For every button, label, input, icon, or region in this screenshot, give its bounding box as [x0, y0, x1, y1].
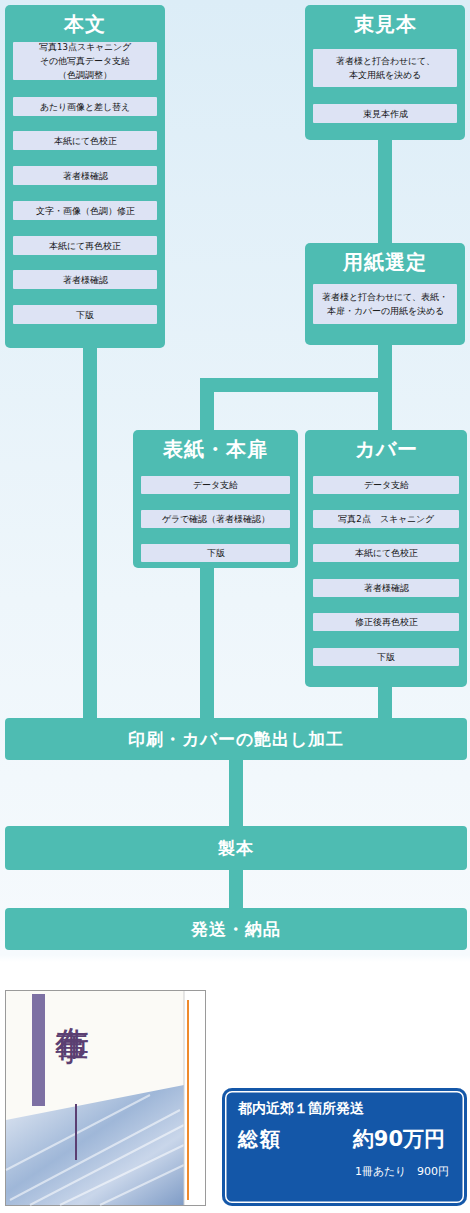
node-text: データ支給	[193, 478, 238, 492]
process-column: カバーデータ支給写真2点 スキャニング本紙にて色校正著者様確認修正後再色校正下版	[305, 430, 467, 687]
task-box: 本紙にて再色校正	[13, 236, 157, 255]
node-text: 都内近郊１箇所発送	[238, 1100, 364, 1118]
process-band: 印刷・カバーの艶出し加工	[5, 718, 467, 760]
task-box: ゲラで確認（著者様確認）	[141, 510, 290, 528]
node-text: 写真13点スキャニング その他写真データ支給（色調調整）	[15, 40, 155, 82]
process-column: 用紙選定著者様と打合わせにて、表紙・本扉・カバーの用紙を決める	[305, 243, 465, 345]
process-column: 表紙・本扉データ支給ゲラで確認（著者様確認） 下版	[133, 430, 298, 568]
node-text: 修正後再色校正	[355, 615, 418, 629]
node-text: 本紙にて色校正	[54, 134, 117, 148]
node-text: 下版	[377, 650, 395, 664]
task-box: 著者様確認	[13, 166, 157, 185]
flow-connector	[378, 345, 392, 430]
node-text: 本文	[5, 12, 165, 36]
task-box: 修正後再色校正	[313, 613, 459, 631]
task-box: 下版	[313, 648, 459, 666]
task-box: 著者様確認	[313, 579, 459, 597]
task-box: データ支給	[141, 476, 290, 494]
node-text: 著者様と打合わせにて、表紙・本扉・カバーの用紙を決める	[315, 290, 455, 318]
task-box: 文字・画像（色調）修正	[13, 201, 157, 220]
node-text: 著者様確認	[364, 581, 409, 595]
node-subtext: 総額	[238, 1126, 282, 1153]
node-subtext: 1冊あたり 900円	[355, 1164, 449, 1179]
task-box: 写真2点 スキャニング	[313, 510, 459, 528]
node-text: 表紙・本扉	[133, 437, 298, 461]
node-text: 束見本	[305, 12, 465, 36]
node-text: 下版	[76, 308, 94, 322]
node-text: 著者様と打合わせにて、本文用紙を決める	[315, 54, 455, 82]
node-text: 用紙選定	[305, 250, 465, 274]
node-text: 文字・画像（色調）修正	[36, 204, 135, 218]
task-box: 著者様と打合わせにて、表紙・本扉・カバーの用紙を決める	[313, 284, 457, 324]
node-text: 下版	[207, 546, 225, 560]
node-text: 印刷・カバーの艶出し加工	[128, 728, 344, 751]
process-column: 束見本著者様と打合わせにて、本文用紙を決める束見本作成	[305, 5, 465, 140]
flow-connector	[83, 348, 97, 718]
cover-title: 布仕事	[52, 1000, 92, 1006]
node-text: 著者様確認	[63, 169, 108, 183]
node-subtext: 約90万円	[353, 1125, 445, 1153]
node-text: 著者様確認	[63, 273, 108, 287]
flow-connector	[229, 870, 243, 908]
node-text: 本紙にて色校正	[355, 546, 418, 560]
flow-connector	[378, 687, 392, 718]
task-box: 本紙にて色校正	[13, 131, 157, 150]
task-box: 下版	[13, 305, 157, 324]
process-band: 発送・納品	[5, 908, 467, 950]
process-band: 製本	[5, 826, 467, 870]
task-box: 下版	[141, 544, 290, 562]
task-box: 写真13点スキャニング その他写真データ支給（色調調整）	[13, 42, 157, 80]
node-text: 発送・納品	[191, 918, 281, 941]
task-box: あたり画像と差し替え	[13, 97, 157, 116]
node-text: 製本	[218, 837, 254, 860]
node-text: データ支給	[364, 478, 409, 492]
flow-connector	[229, 760, 243, 826]
flow-connector	[207, 345, 385, 430]
node-text: ゲラで確認（著者様確認）	[162, 512, 270, 526]
task-box: 著者様確認	[13, 270, 157, 289]
node-text: 本紙にて再色校正	[49, 239, 121, 253]
flow-connector	[200, 568, 214, 718]
price-box: 都内近郊１箇所発送総額 約90万円 1冊あたり 900円	[222, 1088, 467, 1206]
node-text: カバー	[305, 437, 467, 461]
task-box: 本紙にて色校正	[313, 544, 459, 562]
task-box: 著者様と打合わせにて、本文用紙を決める	[313, 49, 457, 87]
node-text: 写真2点 スキャニング	[338, 512, 433, 526]
flow-connector	[378, 140, 392, 243]
node-text: 束見本作成	[363, 107, 408, 121]
task-box: 束見本作成	[313, 104, 457, 123]
node-text: あたり画像と差し替え	[40, 100, 130, 114]
task-box: データ支給	[313, 476, 459, 494]
process-column: 本文写真13点スキャニング その他写真データ支給（色調調整） あたり画像と差し替え…	[5, 5, 165, 348]
